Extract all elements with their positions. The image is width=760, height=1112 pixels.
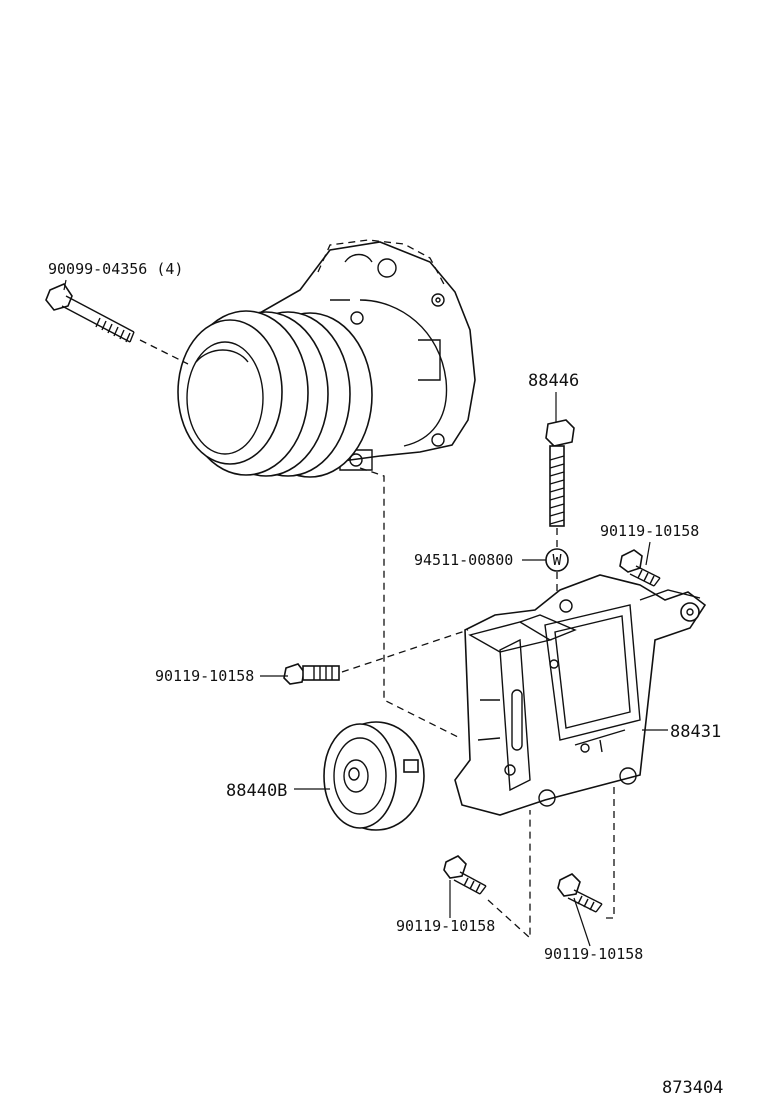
flange-bolt-icon-lower-right[interactable]: [557, 873, 603, 913]
label-bolt-left: 90119-10158: [155, 667, 254, 685]
label-stud-bolt: 88446: [528, 371, 579, 391]
label-bolt-lower-left: 90119-10158: [396, 917, 495, 935]
stud-bolt-icon[interactable]: [545, 419, 575, 527]
idler-pulley[interactable]: [323, 721, 425, 831]
ac-compressor[interactable]: [177, 239, 476, 478]
flange-bolt-icon-upper-right[interactable]: [619, 549, 661, 587]
washer-mark: W: [552, 551, 562, 569]
mounting-bracket[interactable]: [454, 574, 707, 816]
flange-bolt-icon-lower-left[interactable]: [443, 855, 487, 895]
label-compressor-bolt: 90099-04356 (4): [48, 260, 183, 278]
label-bolt-upper-right: 90119-10158: [600, 522, 699, 540]
long-bolt-icon[interactable]: [45, 283, 135, 343]
label-bolt-lower-right: 90119-10158: [544, 945, 643, 963]
label-idler-pulley: 88440B: [226, 781, 287, 801]
label-washer: 94511-00800: [414, 551, 513, 569]
label-bracket: 88431: [670, 722, 721, 742]
figure-number: 873404: [662, 1078, 723, 1098]
flange-bolt-icon-left[interactable]: [283, 663, 340, 685]
washer-icon[interactable]: W: [545, 548, 569, 572]
